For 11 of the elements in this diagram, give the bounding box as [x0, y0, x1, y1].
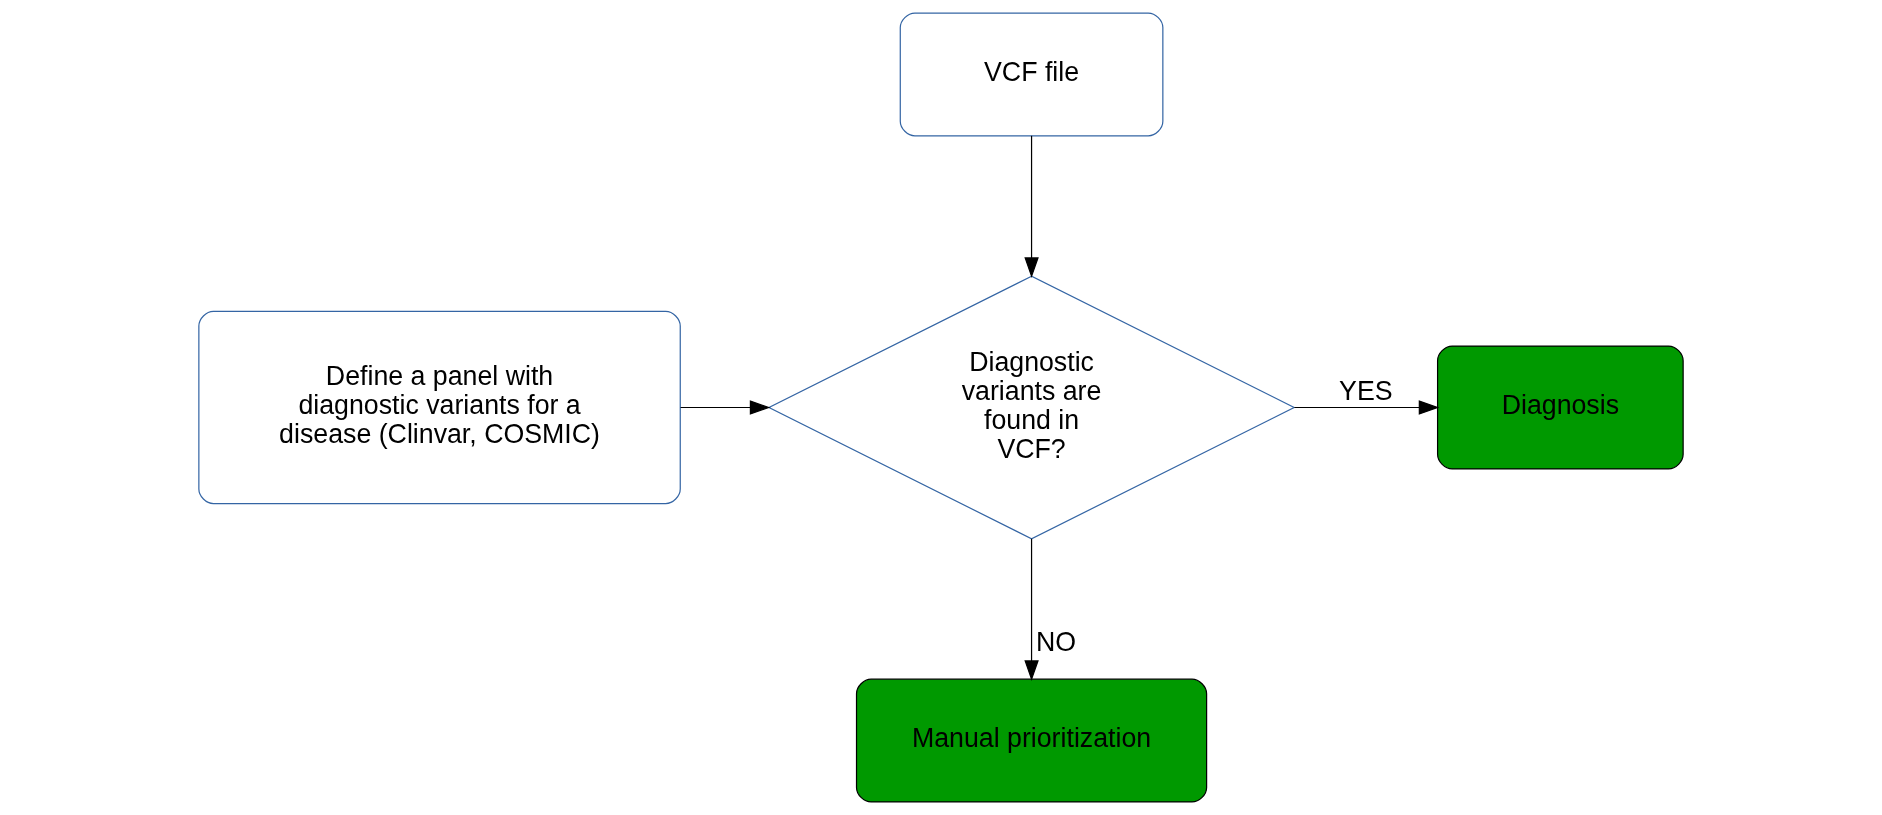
arrow	[1293, 400, 1440, 415]
edge-label: YES	[1339, 375, 1393, 406]
arrow	[1024, 135, 1039, 279]
node-box: Define a panel with diagnostic variants for a disease (Clinvar, COSMIC)	[198, 310, 681, 505]
node-box: Diagnosis	[1436, 345, 1684, 470]
arrow	[1024, 538, 1039, 682]
node-diamond: Diagnostic variants are found in VCF?	[767, 275, 1296, 540]
node-box: VCF file	[899, 12, 1164, 137]
edge-label: NO	[1035, 627, 1077, 658]
arrow	[679, 400, 771, 415]
node-box: Manual prioritization	[855, 678, 1208, 803]
